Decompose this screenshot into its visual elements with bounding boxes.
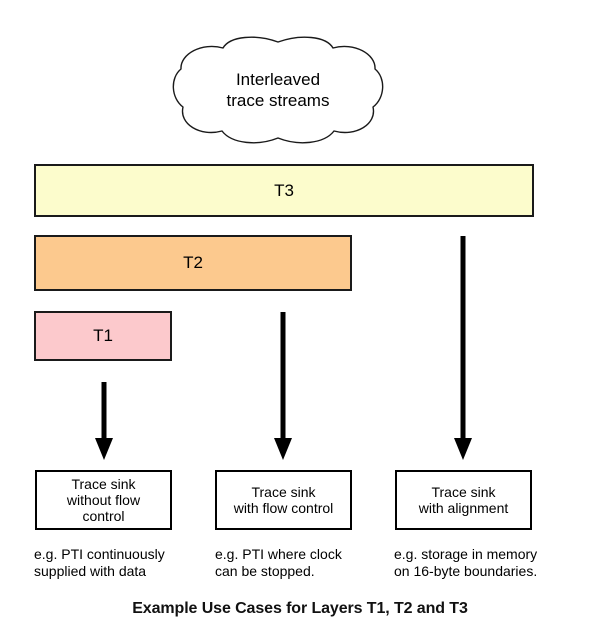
- layer-bar-t3-label: T3: [274, 180, 294, 200]
- interleaved-trace-streams-cloud: Interleaved trace streams: [172, 36, 384, 144]
- trace-sink-box-2-label: Trace sink with flow control: [233, 484, 334, 516]
- cloud-shape-icon: [172, 36, 384, 144]
- sink-2-example-text: e.g. PTI where clock can be stopped.: [215, 546, 342, 579]
- layer-bar-t2-label: T2: [183, 253, 203, 272]
- sink-1-example-text: e.g. PTI continuously supplied with data: [34, 546, 165, 579]
- layer-bar-t1-label: T1: [93, 326, 113, 345]
- layer-bar-t2[interactable]: T2: [34, 235, 352, 291]
- layer-bar-t3[interactable]: T3: [34, 164, 534, 217]
- arrow-t2-to-sink2-icon: [270, 312, 296, 460]
- trace-sink-box-1[interactable]: Trace sink without flow control: [35, 470, 172, 530]
- trace-sink-box-1-label: Trace sink without flow control: [66, 476, 141, 524]
- sink-3-example-text: e.g. storage in memory on 16-byte bounda…: [394, 546, 538, 579]
- arrow-t3-to-sink3-icon: [450, 236, 476, 460]
- trace-sink-box-2[interactable]: Trace sink with flow control: [215, 470, 352, 530]
- layer-bar-t1[interactable]: T1: [34, 311, 172, 361]
- trace-sink-box-3-label: Trace sink with alignment: [418, 484, 509, 516]
- arrow-t1-to-sink1-icon: [91, 382, 117, 460]
- figure-caption: Example Use Cases for Layers T1, T2 and …: [132, 600, 468, 617]
- trace-sink-box-3[interactable]: Trace sink with alignment: [395, 470, 532, 530]
